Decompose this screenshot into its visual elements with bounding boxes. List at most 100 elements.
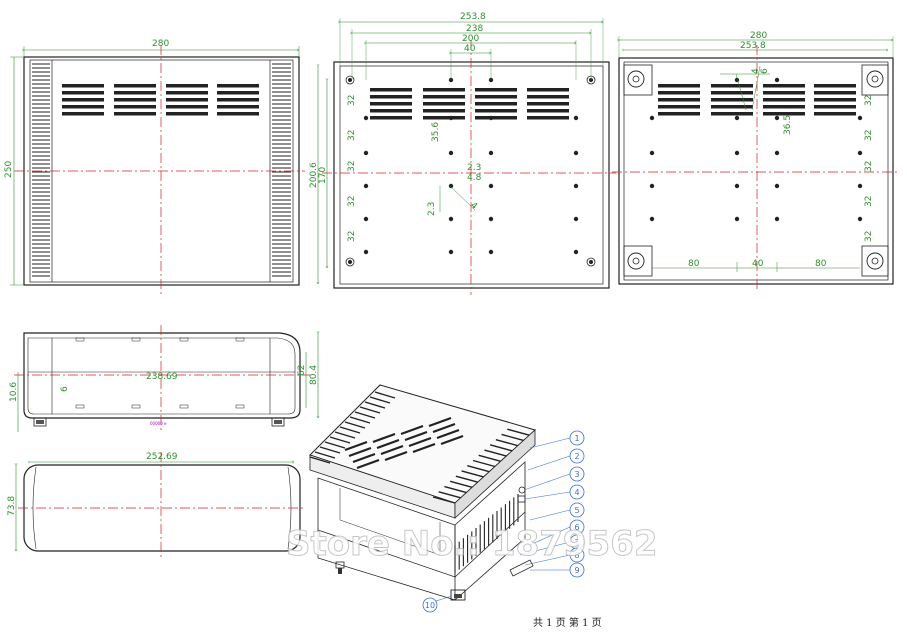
vent-slot bbox=[370, 95, 412, 99]
panel-height-dimension: 73.8 bbox=[7, 496, 17, 516]
balloon-label-10: 10 bbox=[425, 601, 435, 610]
top-detail-label-2: 4.8 bbox=[467, 173, 482, 183]
bottom-hole bbox=[649, 150, 655, 156]
vent-slot bbox=[475, 102, 517, 106]
side-height-dimension-2: 62 bbox=[297, 365, 307, 376]
bottom-hole bbox=[649, 216, 655, 222]
bottom-spacing-label-3: 80 bbox=[815, 259, 827, 269]
mounting-hole bbox=[573, 216, 579, 222]
balloon-leader bbox=[524, 554, 571, 566]
vent-slot bbox=[356, 458, 380, 470]
bottom-pitch-label-5: 32 bbox=[864, 231, 874, 242]
bottom-hole bbox=[857, 150, 863, 156]
top-view-outline bbox=[333, 61, 610, 289]
fin-line bbox=[484, 449, 507, 457]
vent-slot bbox=[62, 105, 104, 109]
bottom-hole bbox=[734, 183, 740, 189]
vent-slot bbox=[370, 102, 412, 106]
corner-hole-center bbox=[589, 260, 593, 264]
balloon-label-7: 7 bbox=[574, 538, 579, 547]
vent-slot bbox=[370, 88, 412, 92]
fin-line bbox=[334, 431, 356, 439]
mounting-hole bbox=[573, 249, 579, 255]
exploded-cover-vents bbox=[344, 416, 464, 470]
corner-hole bbox=[586, 257, 596, 267]
vent-slot bbox=[408, 436, 432, 448]
top-view-vent-slots bbox=[370, 88, 569, 120]
vent-slot bbox=[527, 88, 569, 92]
bottom-hole bbox=[649, 115, 655, 121]
sheet-info: 共 1 页 第 1 页 bbox=[533, 616, 602, 629]
vent-slot bbox=[814, 91, 856, 95]
top-pitch-label-3: 32 bbox=[347, 161, 357, 172]
mounting-hole bbox=[448, 183, 454, 189]
vent-slot bbox=[217, 98, 259, 102]
fin-line bbox=[314, 451, 336, 459]
vent-slot bbox=[376, 438, 400, 450]
balloon-leader bbox=[527, 455, 571, 471]
fin-line bbox=[495, 438, 519, 447]
fin-line bbox=[364, 401, 386, 409]
balloon-label-1: 1 bbox=[574, 434, 579, 443]
vent-slot bbox=[527, 102, 569, 106]
vent-slot bbox=[166, 91, 208, 95]
fin-line bbox=[467, 465, 490, 473]
mounting-hole bbox=[488, 216, 494, 222]
front-width-dimension: 280 bbox=[152, 39, 169, 49]
bottom-hole bbox=[734, 216, 740, 222]
bottom-hole bbox=[774, 115, 780, 121]
balloon-label-4: 4 bbox=[574, 488, 579, 497]
bottom-small-label-2: 6 bbox=[760, 68, 770, 74]
bottom-outer-width-dimension: 280 bbox=[750, 31, 767, 41]
vent-slot bbox=[711, 98, 753, 102]
vent-slot bbox=[763, 84, 805, 88]
bottom-hole bbox=[774, 77, 780, 83]
mounting-hole bbox=[363, 216, 369, 222]
vent-slot bbox=[384, 450, 408, 462]
bottom-pitch-label-4: 32 bbox=[864, 196, 874, 207]
top-vent-pitch-label: 35.6 bbox=[431, 122, 441, 142]
vent-slot bbox=[428, 416, 452, 428]
front-view-fins-right bbox=[272, 63, 291, 277]
bottom-pitch-label-1: 32 bbox=[864, 95, 874, 106]
vent-slot bbox=[217, 91, 259, 95]
vent-slot bbox=[711, 91, 753, 95]
vent-slot bbox=[114, 84, 156, 88]
bottom-view: 280 253.8 4 6 36.5 32 32 32 32 32 80 40 … bbox=[612, 31, 900, 292]
balloon-circle bbox=[569, 484, 585, 500]
bottom-hole bbox=[857, 183, 863, 189]
fin-line bbox=[455, 475, 479, 483]
side-height-dimension-1: 80.4 bbox=[309, 365, 319, 385]
mounting-hole bbox=[448, 115, 454, 121]
vent-slot bbox=[166, 112, 208, 116]
fin-line bbox=[349, 416, 371, 424]
mounting-hole bbox=[488, 249, 494, 255]
mounting-hole bbox=[363, 183, 369, 189]
balloon-circle bbox=[569, 430, 585, 446]
vent-slot bbox=[217, 84, 259, 88]
vent-slot bbox=[711, 112, 753, 116]
vent-slot bbox=[423, 88, 465, 92]
bottom-hole bbox=[857, 216, 863, 222]
vent-slot bbox=[404, 430, 428, 442]
fin-line bbox=[438, 491, 461, 499]
side-view: 238.69 80.4 62 10.6 6 00000 e bbox=[9, 325, 319, 432]
top-hole-span-dimension: 40 bbox=[464, 44, 476, 54]
vent-slot bbox=[62, 84, 104, 88]
vent-slot bbox=[814, 84, 856, 88]
vent-slot bbox=[763, 112, 805, 116]
balloon-circle bbox=[569, 547, 585, 563]
corner-hole bbox=[345, 75, 355, 85]
vent-slot bbox=[217, 112, 259, 116]
vent-slot bbox=[370, 116, 412, 120]
bottom-pitch-label-3: 32 bbox=[864, 161, 874, 172]
fin-line bbox=[329, 436, 351, 444]
vent-slot bbox=[114, 91, 156, 95]
bottom-hole bbox=[774, 216, 780, 222]
balloon-leader bbox=[529, 526, 571, 546]
vent-slot bbox=[814, 98, 856, 102]
vent-slot bbox=[62, 91, 104, 95]
vent-slot bbox=[658, 91, 700, 95]
vent-slot bbox=[380, 444, 404, 456]
